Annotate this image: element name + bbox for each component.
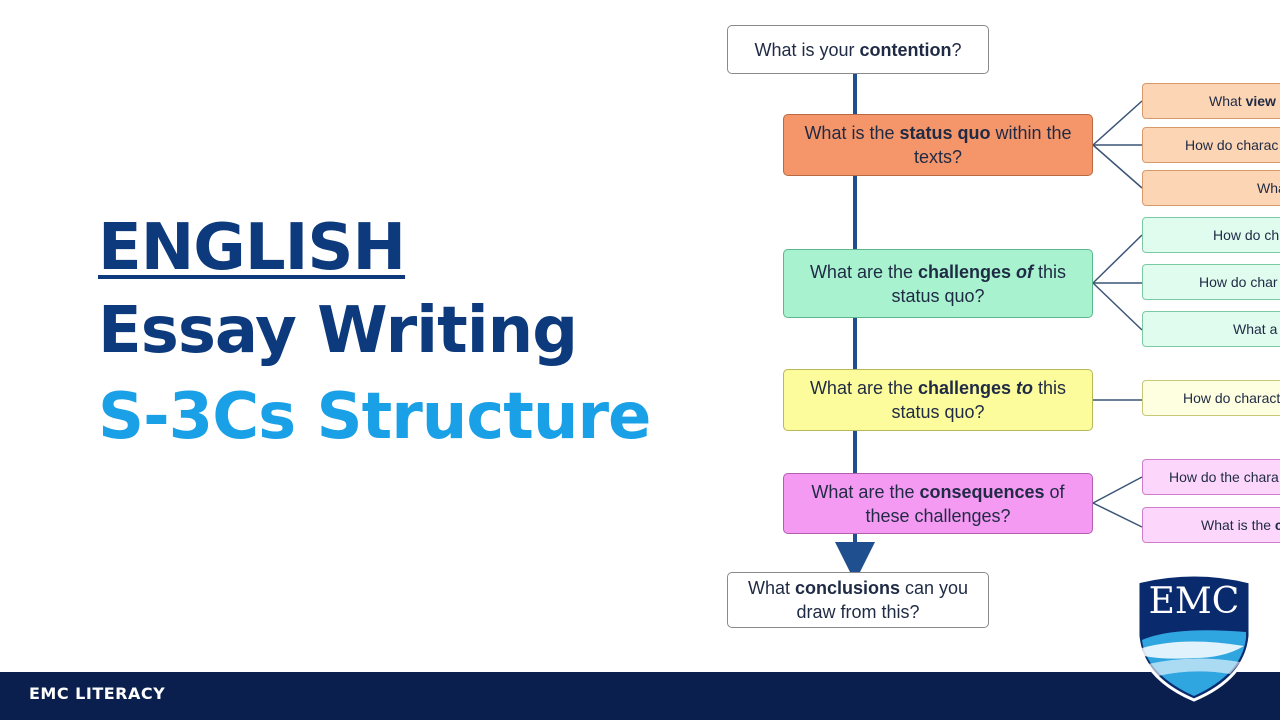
contention-bold: contention	[859, 39, 952, 60]
sub-bold: c	[1275, 517, 1280, 533]
sub-challenges-of-2: How do char	[1142, 264, 1280, 300]
sub-text: How do charac	[1185, 137, 1279, 153]
consequences-text: What are the	[811, 481, 920, 502]
challenges-of-bold: challenges	[918, 261, 1017, 282]
sub-text: What a	[1233, 321, 1278, 337]
sub-challenges-of-3: What a	[1142, 311, 1280, 347]
consequences-box: What are the consequences of these chall…	[783, 473, 1093, 534]
challenges-to-text: What are the	[809, 378, 918, 398]
sub-status-quo-1: What view	[1142, 83, 1280, 119]
challenges-to-suffix: this status quo?	[891, 378, 1067, 422]
consequences-bold: consequences	[919, 481, 1045, 502]
status-quo-box: What is the status quo within the texts?	[783, 114, 1093, 176]
conclusions-text: What	[747, 578, 795, 598]
sub-consequences-1: How do the chara	[1142, 459, 1280, 495]
sub-challenges-to-1: How do charact	[1142, 380, 1280, 416]
footer-bar	[0, 672, 1280, 720]
challenges-to-bold: challenges	[918, 378, 1017, 398]
title-essay-writing: Essay Writing	[98, 294, 578, 368]
footer-label: EMC LITERACY	[29, 684, 166, 703]
conclusions-box: What conclusions can you draw from this?	[727, 572, 989, 628]
sub-text: Wha	[1257, 180, 1280, 196]
challenges-to-box: What are the challenges to this status q…	[783, 369, 1093, 431]
sub-status-quo-2: How do charac	[1142, 127, 1280, 163]
sub-text: What	[1209, 93, 1246, 109]
sub-text: How do charact	[1183, 390, 1280, 406]
emc-shield-logo	[1136, 574, 1252, 702]
conclusions-bold: conclusions	[794, 578, 900, 598]
challenges-of-italic: of	[1016, 261, 1034, 282]
sub-text: How do ch	[1213, 227, 1280, 243]
emc-logo-text: EMC	[1148, 581, 1240, 622]
status-quo-bold: status quo	[899, 123, 991, 143]
contention-suffix: ?	[951, 39, 962, 60]
sub-consequences-2: What is the c	[1142, 507, 1280, 543]
title-block: ENGLISH Essay Writing S-3Cs Structure	[98, 208, 651, 460]
contention-box: What is your contention?	[727, 25, 989, 74]
contention-text: What is your	[754, 39, 860, 60]
sub-bold: view	[1245, 93, 1276, 109]
challenges-of-box: What are the challenges of this status q…	[783, 249, 1093, 318]
sub-status-quo-3: Wha	[1142, 170, 1280, 206]
challenges-of-text: What are the	[809, 261, 918, 282]
status-quo-suffix: within the texts?	[913, 123, 1072, 167]
sub-challenges-of-1: How do ch	[1142, 217, 1280, 253]
sub-text: How do the chara	[1169, 469, 1279, 485]
challenges-of-suffix: this status quo?	[891, 261, 1067, 306]
challenges-to-italic: to	[1016, 378, 1034, 398]
sub-text: How do char	[1199, 274, 1278, 290]
conclusions-suffix: can you draw from this?	[796, 578, 969, 622]
status-quo-text: What is the	[804, 123, 900, 143]
branch-lines	[1092, 100, 1143, 528]
consequences-suffix: of these challenges?	[865, 481, 1065, 526]
sub-text: What is the	[1201, 517, 1275, 533]
title-structure: S-3Cs Structure	[98, 380, 651, 454]
title-english: ENGLISH	[98, 211, 406, 285]
